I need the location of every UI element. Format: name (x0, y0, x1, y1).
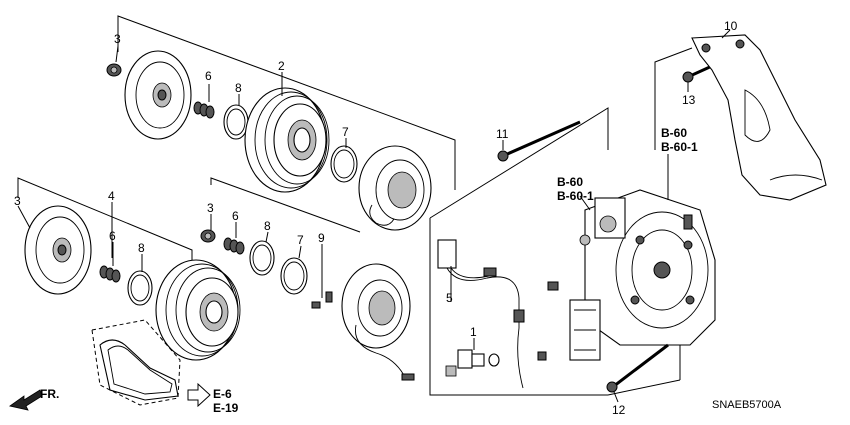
callout-9: 9 (318, 231, 325, 245)
pulley-top (244, 87, 330, 193)
nut-middle (200, 229, 216, 243)
callout-8: 8 (138, 241, 145, 255)
bolt-9 (311, 291, 333, 309)
bolt-12 (606, 343, 669, 393)
wire-harness-5 (437, 239, 525, 389)
callout-12: 12 (612, 403, 626, 417)
ref-b60-top: B-60 (661, 126, 687, 140)
compressor-body (537, 189, 716, 361)
mounting-bracket-10 (691, 34, 827, 201)
field-coil-top (358, 145, 432, 231)
ref-b60-1-mid: B-60-1 (557, 189, 594, 203)
callout-3: 3 (114, 32, 121, 46)
snap-ring-top-7 (330, 145, 358, 183)
callout-6: 6 (205, 69, 212, 83)
snap-ring-top-8 (223, 104, 249, 140)
bolt-11 (497, 120, 581, 162)
front-label: FR. (40, 387, 59, 401)
snap-ring-left-8 (127, 270, 153, 306)
ref-e6: E-6 (213, 387, 232, 401)
reference-labels: B-60 B-60-1 B-60 B-60-1 E-6 E-19 (213, 126, 698, 415)
drive-belt (91, 319, 181, 406)
snap-ring-middle-7 (280, 257, 308, 295)
callout-8: 8 (264, 219, 271, 233)
callout-10: 10 (724, 19, 738, 33)
front-direction-arrow-icon (9, 389, 43, 411)
pulley-left (155, 259, 241, 361)
callout-4: 4 (108, 189, 115, 203)
leader-lines (17, 29, 731, 403)
field-coil-middle (341, 263, 415, 381)
shims-left (99, 265, 121, 283)
callouts: 3 2 6 8 7 3 4 6 8 3 6 8 7 9 5 1 11 12 13… (14, 19, 738, 417)
armature-plate-top (124, 50, 192, 140)
callout-11: 11 (496, 127, 509, 141)
callout-6: 6 (109, 229, 116, 243)
callout-1: 1 (470, 325, 477, 339)
callout-3: 3 (14, 194, 21, 208)
diagram-code: SNAEB5700A (712, 399, 782, 411)
nut-top (106, 63, 122, 77)
callout-6: 6 (232, 209, 239, 223)
callout-8: 8 (235, 81, 242, 95)
bolt-13 (682, 64, 713, 83)
switch-1 (445, 349, 500, 377)
shims-middle (223, 237, 245, 255)
ref-b60-1-top: B-60-1 (661, 140, 698, 154)
callout-5: 5 (446, 291, 453, 305)
callout-13: 13 (682, 93, 696, 107)
callout-7: 7 (297, 233, 304, 247)
ref-b60-mid: B-60 (557, 175, 583, 189)
ref-e19: E-19 (213, 401, 239, 415)
reference-arrow-icon (187, 382, 211, 408)
snap-ring-middle-8 (249, 240, 275, 276)
callout-7: 7 (342, 125, 349, 139)
group-brackets (17, 15, 693, 396)
callout-3: 3 (207, 201, 214, 215)
armature-plate-left (24, 205, 92, 295)
callout-2: 2 (278, 59, 285, 73)
shims-top (193, 101, 215, 119)
